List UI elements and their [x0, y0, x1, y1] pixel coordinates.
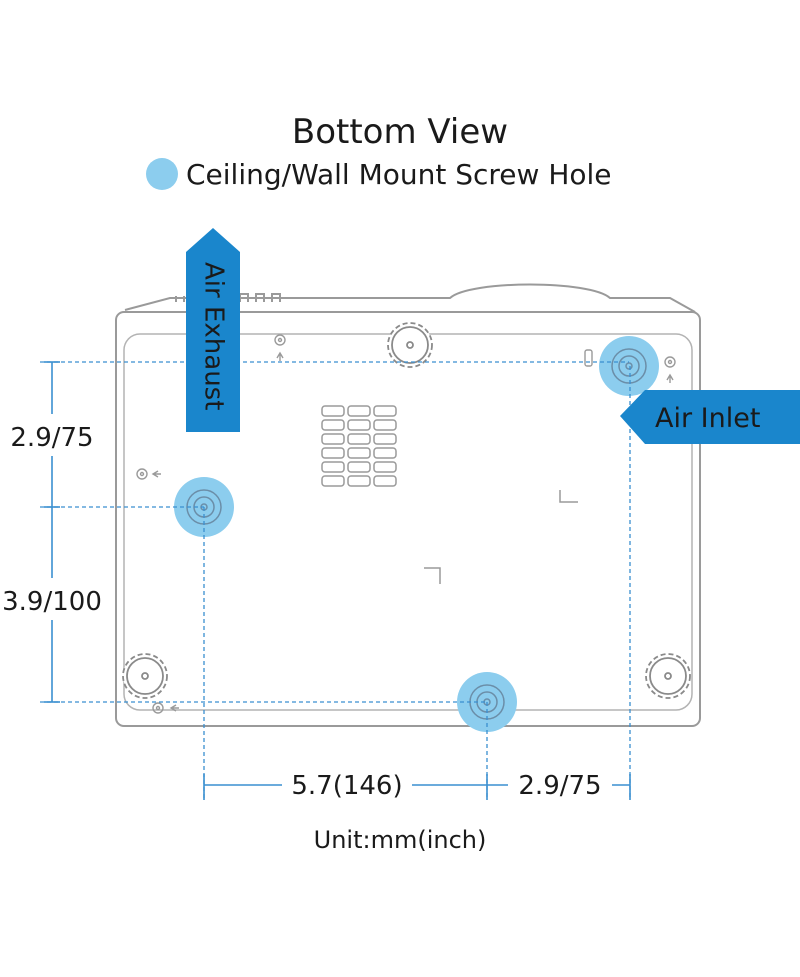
legend: Ceiling/Wall Mount Screw Hole — [146, 156, 612, 192]
corner-mark-2 — [424, 567, 441, 584]
air-exhaust-arrow: Air Exhaust — [186, 228, 240, 432]
dimension-bottom-right: 2.9/75 — [518, 771, 601, 801]
dimension-left-top: 2.9/75 — [10, 423, 93, 453]
corner-mark-1 — [559, 490, 578, 503]
dimension-left-bottom: 3.9/100 — [2, 587, 102, 617]
screw-hole-top-right — [599, 336, 659, 396]
air-inlet-label: Air Inlet — [655, 403, 760, 434]
adjustable-foot-bottom-right — [645, 653, 691, 699]
diagram-title: Bottom View — [291, 112, 509, 152]
projector-body — [115, 311, 701, 727]
adjustable-foot-bottom-left — [122, 653, 168, 699]
screw-hole-legend-swatch — [146, 158, 178, 190]
dimension-bottom-left: 5.7(146) — [291, 771, 402, 801]
legend-label: Ceiling/Wall Mount Screw Hole — [186, 157, 612, 191]
air-exhaust-label: Air Exhaust — [199, 262, 229, 410]
dimension-lines — [44, 361, 631, 800]
adjustable-foot-top — [387, 322, 433, 368]
air-inlet-arrow: Air Inlet — [620, 390, 800, 444]
unit-label: Unit:mm(inch) — [313, 826, 487, 854]
dimension-extension-lines — [40, 361, 631, 800]
vent-grille — [321, 405, 397, 487]
small-fixing-holes — [136, 334, 676, 714]
